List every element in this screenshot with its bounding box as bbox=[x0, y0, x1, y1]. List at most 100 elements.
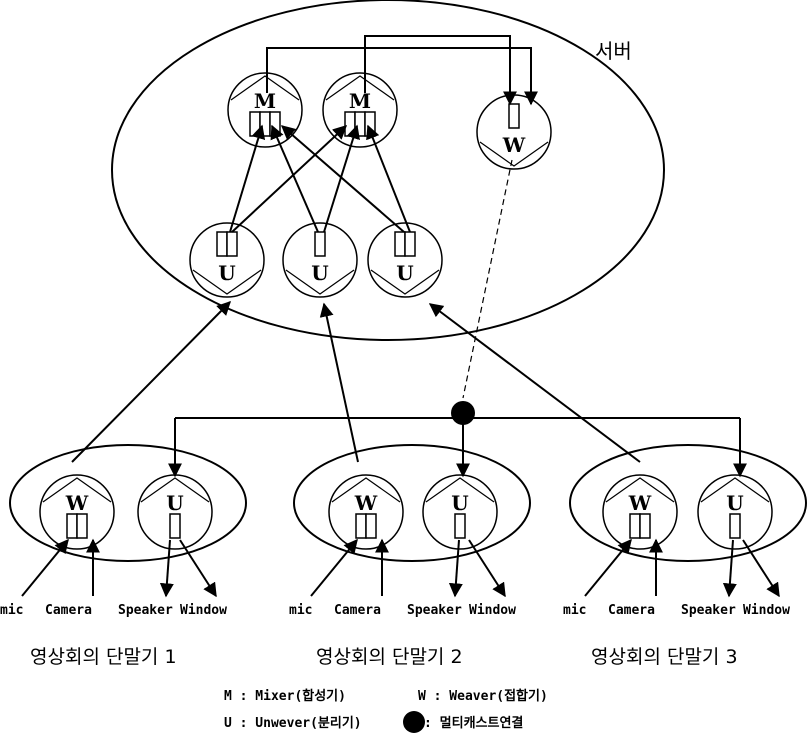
terminal-2-weaver-buffer-1 bbox=[355, 513, 367, 539]
multicast-dot bbox=[451, 401, 475, 425]
terminal-1-label: 영상회의 단말기 1 bbox=[30, 646, 177, 668]
terminal-1-to-u1-link bbox=[71, 301, 231, 463]
terminal-2-weaver-buffer-2 bbox=[365, 513, 377, 539]
terminal-2-unweaver-node: U bbox=[422, 474, 498, 550]
legend-multicast-dot bbox=[403, 711, 425, 733]
legend-weaver: W : Weaver(접합기) bbox=[418, 688, 548, 704]
u3-to-m1-link bbox=[280, 125, 405, 233]
terminal-1-weaver-circle bbox=[39, 474, 115, 550]
server-ellipse bbox=[111, 0, 665, 341]
terminal-3-weaver-buffer-2 bbox=[639, 513, 651, 539]
unweaver-1-chevron bbox=[192, 269, 262, 295]
terminal-3-weaver-buffer-1 bbox=[629, 513, 641, 539]
terminal-3-to-u3-link bbox=[428, 303, 641, 463]
server-label: 서버 bbox=[595, 39, 632, 63]
terminal-2-speaker-arrow bbox=[448, 539, 463, 598]
terminal-1-weaver-buffer-2 bbox=[76, 513, 88, 539]
mixer-2-letter: M bbox=[349, 89, 371, 113]
weaver-server-buffer-1 bbox=[508, 103, 520, 129]
terminal-2-mic-arrow bbox=[310, 538, 358, 597]
terminal-2-weaver-node: W bbox=[328, 474, 404, 550]
unweaver-3-buffer-2 bbox=[404, 231, 416, 257]
unweaver-1-circle bbox=[189, 222, 265, 298]
mixer-1-buffer-2 bbox=[259, 111, 271, 137]
weaver-to-multicast-link bbox=[462, 159, 513, 399]
terminal-3-weaver-node: W bbox=[602, 474, 678, 550]
terminal-1-camera-label: Camera bbox=[45, 603, 92, 618]
unweaver-2-buffer-1 bbox=[314, 231, 326, 257]
terminal-3-unweaver-node: U bbox=[697, 474, 773, 550]
terminal-1-unweaver-node: U bbox=[137, 474, 213, 550]
terminal-3-label: 영상회의 단말기 3 bbox=[591, 646, 738, 668]
terminal-1-mic-arrow bbox=[21, 538, 69, 597]
terminal-1-speaker-arrow bbox=[159, 539, 174, 598]
terminal-3-weaver-circle bbox=[602, 474, 678, 550]
terminal-3-unweaver-letter: U bbox=[726, 491, 743, 515]
terminal-2-weaver-chevron bbox=[331, 477, 401, 503]
u1-to-m1-link bbox=[229, 124, 266, 233]
terminal-3-window-arrow bbox=[742, 539, 780, 598]
unweaver-2-node: U bbox=[282, 222, 358, 298]
terminal-3-unweaver-chevron bbox=[700, 477, 770, 503]
legend-multicast: : 멀티캐스트연결 bbox=[424, 715, 523, 731]
terminal-1-ellipse bbox=[9, 444, 247, 562]
mixer-2-buffer-2 bbox=[354, 111, 366, 137]
terminal-3-window-label: Window bbox=[743, 603, 790, 618]
u3-to-m2-link bbox=[366, 124, 411, 233]
terminal-1-unweaver-chevron bbox=[140, 477, 210, 503]
terminal-2-to-u2-link bbox=[319, 302, 359, 463]
weaver-server-letter: W bbox=[502, 133, 526, 157]
unweaver-3-letter: U bbox=[396, 261, 413, 285]
terminal-3-speaker-arrow bbox=[722, 539, 737, 598]
mixer-2-buffer-1 bbox=[344, 111, 356, 137]
unweaver-3-chevron bbox=[370, 269, 440, 295]
terminal-2-weaver-letter: W bbox=[354, 491, 378, 515]
terminal-3-mic-label: mic bbox=[563, 603, 586, 618]
unweaver-1-letter: U bbox=[218, 261, 235, 285]
mixer-1-node: M bbox=[227, 72, 303, 148]
legend-unweaver: U : Unwever(분리기) bbox=[224, 715, 362, 731]
terminal-1-weaver-letter: W bbox=[65, 491, 89, 515]
terminal-3-speaker-label: Speaker bbox=[681, 603, 736, 618]
weaver-server-chevron bbox=[479, 141, 549, 167]
unweaver-3-buffer-1 bbox=[394, 231, 406, 257]
terminal-3-weaver-chevron bbox=[605, 477, 675, 503]
unweaver-3-circle bbox=[367, 222, 443, 298]
unweaver-1-buffer-2 bbox=[226, 231, 238, 257]
u2-to-m1-link bbox=[270, 124, 319, 233]
terminal-2-camera-label: Camera bbox=[334, 603, 381, 618]
mixer-to-weaver-link-1 bbox=[266, 47, 538, 106]
legend-mixer: M : Mixer(합성기) bbox=[224, 688, 346, 704]
unweaver-2-letter: U bbox=[311, 261, 328, 285]
terminal-2-mic-label: mic bbox=[289, 603, 312, 618]
unweaver-3-node: U bbox=[367, 222, 443, 298]
u1-to-m2-link bbox=[231, 125, 348, 233]
terminal-2-unweaver-chevron bbox=[425, 477, 495, 503]
terminal-2-unweaver-buffer-1 bbox=[454, 513, 466, 539]
terminal-3-ellipse bbox=[569, 444, 807, 562]
unweaver-1-buffer-1 bbox=[216, 231, 228, 257]
u2-to-m2-link bbox=[323, 124, 360, 233]
terminal-2-speaker-label: Speaker bbox=[407, 603, 462, 618]
mixer-1-chevron bbox=[230, 75, 300, 101]
mixer-to-weaver-link-2 bbox=[364, 35, 517, 106]
terminal-2-ellipse bbox=[293, 444, 531, 562]
unweaver-1-node: U bbox=[189, 222, 265, 298]
terminal-2-weaver-circle bbox=[328, 474, 404, 550]
unweaver-2-chevron bbox=[285, 269, 355, 295]
terminal-3-camera-label: Camera bbox=[608, 603, 655, 618]
terminal-3-weaver-letter: W bbox=[628, 491, 652, 515]
terminal-1-weaver-node: W bbox=[39, 474, 115, 550]
unweaver-2-circle bbox=[282, 222, 358, 298]
terminal-2-window-label: Window bbox=[469, 603, 516, 618]
terminal-2-label: 영상회의 단말기 2 bbox=[316, 646, 463, 668]
mixer-1-buffer-1 bbox=[249, 111, 261, 137]
weaver-server-node: W bbox=[476, 94, 552, 170]
terminal-1-weaver-chevron bbox=[42, 477, 112, 503]
terminal-1-unweaver-letter: U bbox=[166, 491, 183, 515]
terminal-1-window-label: Window bbox=[180, 603, 227, 618]
terminal-2-window-arrow bbox=[468, 539, 506, 598]
terminal-1-speaker-label: Speaker bbox=[118, 603, 173, 618]
